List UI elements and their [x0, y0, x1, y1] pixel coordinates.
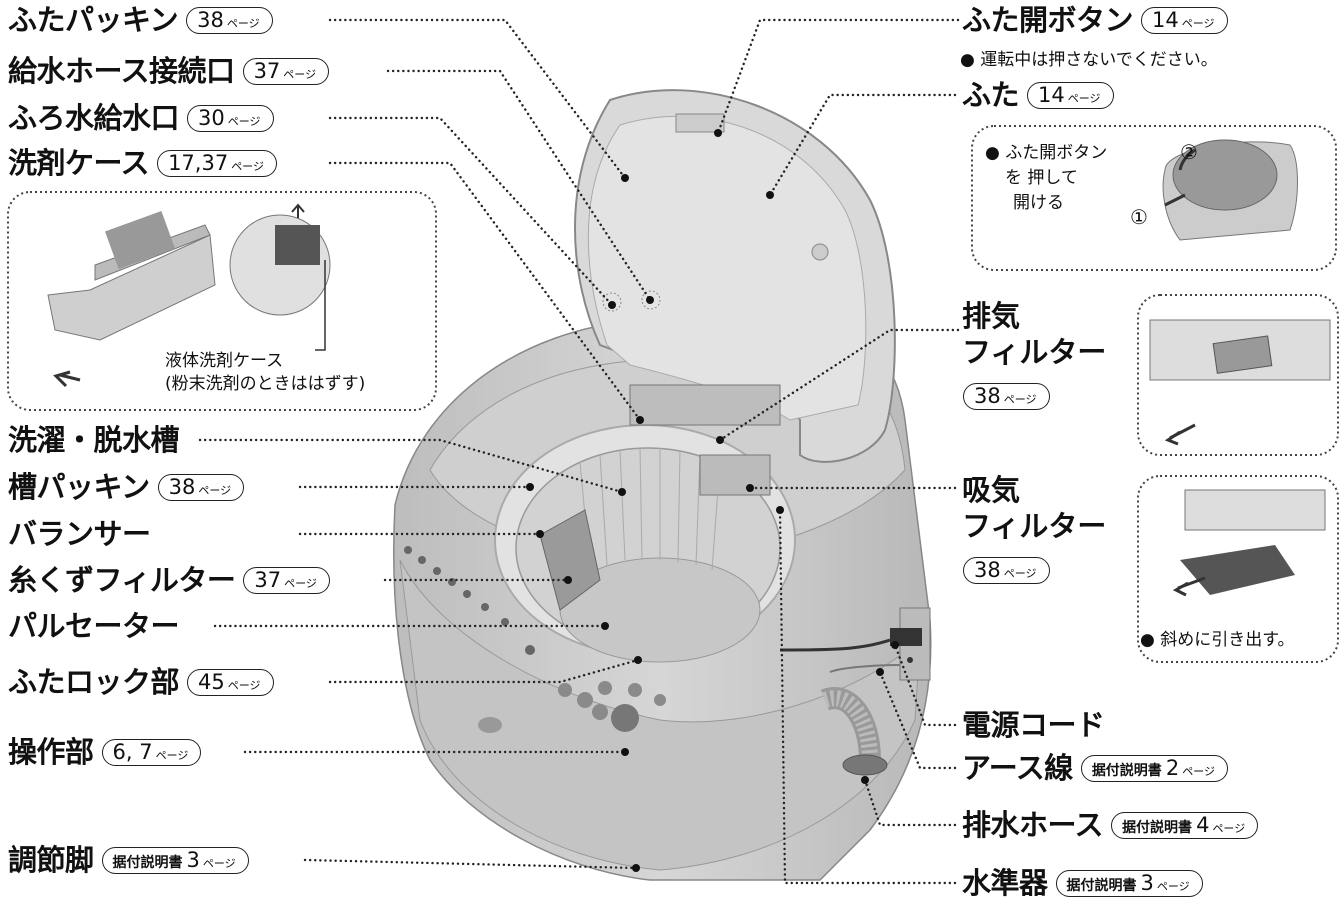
lid-button-illustration — [1162, 139, 1298, 241]
hose-and-cord — [779, 607, 931, 776]
label-kyuki-2: フィルター — [962, 509, 1107, 543]
button-note: ● 運転中は押さないでください。 — [960, 50, 1218, 70]
label-pulsator: パルセーター — [8, 609, 180, 643]
circle-1: ① — [1130, 205, 1148, 229]
diagonal-pull-note: ● 斜めに引き出す。 — [1140, 630, 1295, 650]
label-kyuki-1: 吸気 — [962, 473, 1021, 507]
leader-dots — [526, 129, 899, 872]
powder-note: (粉末洗剤のときははずす) — [165, 374, 366, 394]
liquid-case-label: 液体洗剤ケース — [165, 351, 284, 371]
intake-filter-illustration — [1172, 489, 1326, 597]
open-step-2: を 押して — [1005, 168, 1078, 188]
exhaust-filter-illustration — [1149, 319, 1331, 446]
label-haiki-1: 排気 — [962, 299, 1021, 333]
label-sentaku-dassui: 洗濯・脱水槽 — [8, 423, 180, 457]
open-step-1: ● ふた開ボタン — [985, 143, 1108, 163]
leader-lines — [198, 18, 960, 885]
label-balancer: バランサー — [8, 517, 151, 551]
lid — [574, 89, 896, 496]
control-buttons — [558, 681, 666, 732]
open-step-3: 開ける — [1013, 193, 1064, 213]
inset-boxes — [7, 125, 1339, 663]
label-haiki-2: フィルター — [962, 335, 1107, 369]
control-panel-dots — [404, 546, 535, 655]
detergent-case-illustration — [47, 203, 331, 388]
label-dengen-code: 電源コード — [962, 708, 1105, 742]
circle-2: ② — [1180, 140, 1198, 164]
